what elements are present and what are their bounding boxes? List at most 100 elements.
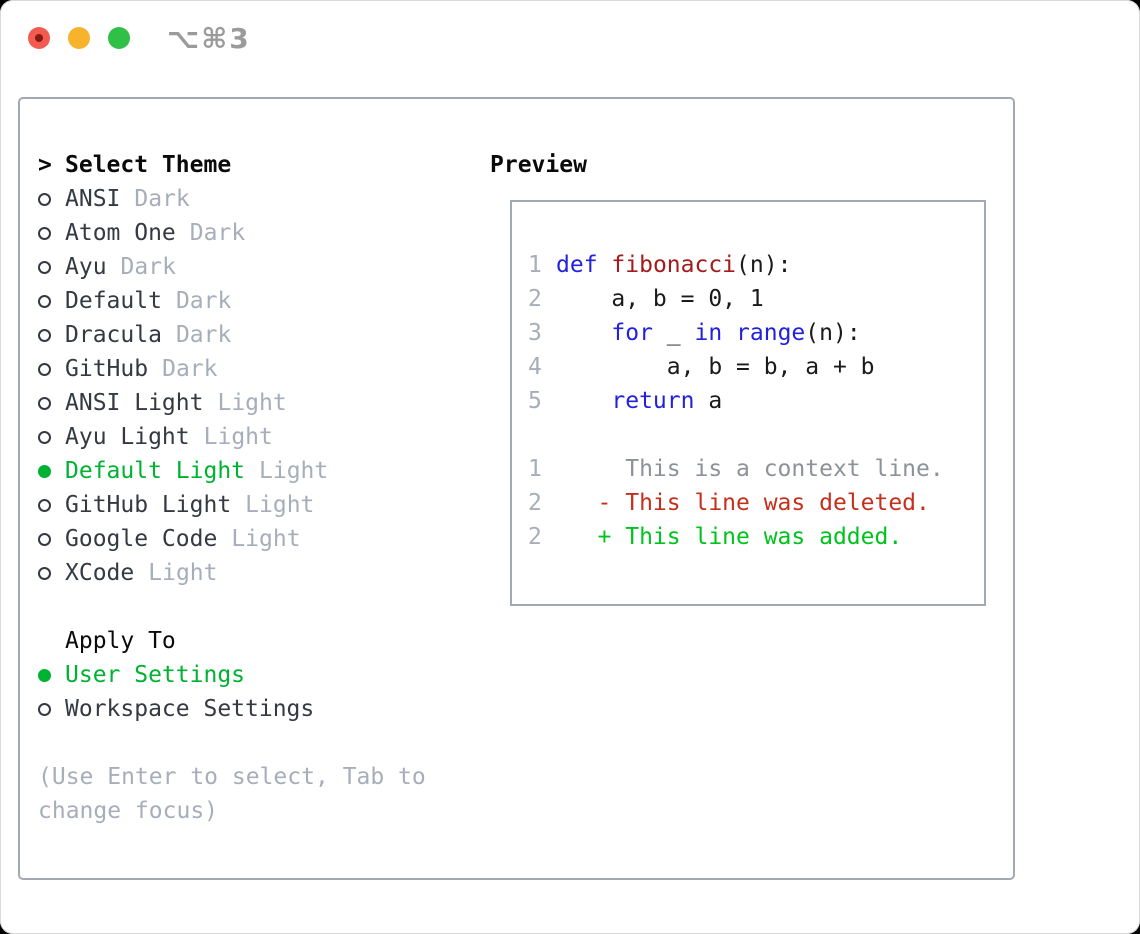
preview-line: 4 a, b = b, a + b (528, 350, 984, 384)
option-variant-label: Light (231, 526, 301, 552)
code-token-plain (722, 316, 736, 350)
option-label: Ayu (65, 254, 107, 280)
line-number: 4 (528, 354, 542, 380)
close-button[interactable] (28, 27, 50, 49)
option-label: GitHub Light (65, 492, 232, 518)
theme-option-google-code[interactable]: Google Code Light (38, 522, 478, 556)
line-number: 2 (528, 490, 542, 516)
code-token-kw: return (611, 388, 695, 414)
line-number: 2 (528, 286, 542, 312)
option-label: Default Light (65, 458, 246, 484)
radio-icon (38, 566, 51, 580)
prompt-icon: > (38, 152, 52, 178)
theme-option-ayu-light[interactable]: Ayu Light Light (38, 420, 478, 454)
code-token-kw: def (556, 252, 598, 278)
preview-line: 2 a, b = 0, 1 (528, 282, 984, 316)
theme-option-ayu[interactable]: Ayu Dark (38, 250, 478, 284)
code-token-plain: a, b = 0, 1 (556, 286, 764, 312)
code-token-plain (556, 316, 611, 350)
option-variant-label: Dark (134, 186, 190, 212)
code-token-plain (598, 248, 612, 282)
option-label: ANSI Light (65, 390, 204, 416)
line-number: 1 (528, 456, 542, 482)
minimize-button[interactable] (68, 27, 90, 49)
option-variant-label: Dark (175, 322, 232, 348)
preview-line: 5 return a (528, 384, 984, 418)
code-token-del: - This line was deleted. (556, 490, 930, 516)
option-label: Atom One (65, 220, 176, 246)
radio-icon (38, 362, 51, 376)
option-variant-label: Light (259, 458, 329, 484)
zoom-button[interactable] (108, 27, 130, 49)
code-token-plain: a (694, 388, 723, 414)
code-token-fn: fibonacci (611, 252, 737, 278)
preview-line: 1 This is a context line. (528, 452, 984, 486)
option-label: GitHub (65, 356, 149, 382)
radio-icon (38, 532, 51, 546)
option-variant-label: Dark (189, 220, 246, 246)
line-number: 5 (528, 388, 542, 414)
code-token-kw: for (611, 320, 653, 346)
apply-to-heading-row: Apply To (38, 624, 478, 658)
code-token-plain: a, b = b, a + b (556, 354, 875, 380)
option-variant-label: Light (203, 424, 273, 450)
theme-option-atom-one[interactable]: Atom One Dark (38, 216, 478, 250)
code-token-kw: range (736, 320, 806, 346)
radio-icon (38, 396, 51, 410)
option-variant-label: Light (148, 560, 218, 586)
option-label: ANSI (65, 186, 121, 212)
radio-icon (38, 192, 51, 206)
theme-option-xcode[interactable]: XCode Light (38, 556, 478, 590)
select-theme-heading-row: > Select Theme (38, 148, 478, 182)
apply-to-heading: Apply To (65, 628, 176, 654)
radio-selected-icon (38, 464, 51, 478)
preview-line: 1 def fibonacci(n): (528, 248, 984, 282)
code-token-plain: (n): (805, 320, 861, 346)
option-label: User Settings (65, 662, 246, 688)
code-token-kw: in (694, 320, 723, 346)
radio-icon (38, 498, 51, 512)
theme-option-ansi[interactable]: ANSI Dark (38, 182, 478, 216)
option-variant-label: Dark (120, 254, 176, 280)
code-token-plain: _ (652, 320, 695, 346)
theme-option-default-light[interactable]: Default Light Light (38, 454, 478, 488)
radio-selected-icon (38, 668, 51, 682)
apply-option-workspace-settings[interactable]: Workspace Settings (38, 692, 478, 726)
code-token-plain: (n): (736, 252, 792, 278)
preview-line: 2 - This line was deleted. (528, 486, 984, 520)
help-text: (Use Enter to select, Tab to change focu… (38, 764, 426, 824)
preview-line: 3 for _ in range(n): (528, 316, 984, 350)
code-token-ctx: This is a context line. (556, 456, 944, 482)
radio-icon (38, 260, 51, 274)
preview-heading: Preview (490, 152, 587, 178)
option-label: Ayu Light (65, 424, 190, 450)
line-number: 2 (528, 524, 542, 550)
theme-option-ansi-light[interactable]: ANSI Light Light (38, 386, 478, 420)
titlebar: ⌥⌘3 (0, 0, 1140, 76)
radio-icon (38, 328, 51, 342)
code-token-plain (556, 384, 611, 418)
theme-option-github[interactable]: GitHub Dark (38, 352, 478, 386)
theme-option-dracula[interactable]: Dracula Dark (38, 318, 478, 352)
radio-icon (38, 702, 51, 716)
preview-line: 2 + This line was added. (528, 520, 984, 554)
option-variant-label: Dark (162, 356, 218, 382)
line-number: 1 (528, 252, 542, 278)
option-label: Google Code (65, 526, 218, 552)
radio-icon (38, 430, 51, 444)
option-variant-label: Light (217, 390, 287, 416)
apply-option-user-settings[interactable]: User Settings (38, 658, 478, 692)
option-label: XCode (65, 560, 135, 586)
radio-icon (38, 226, 51, 240)
option-label: Dracula (65, 322, 162, 348)
option-variant-label: Dark (175, 288, 232, 314)
